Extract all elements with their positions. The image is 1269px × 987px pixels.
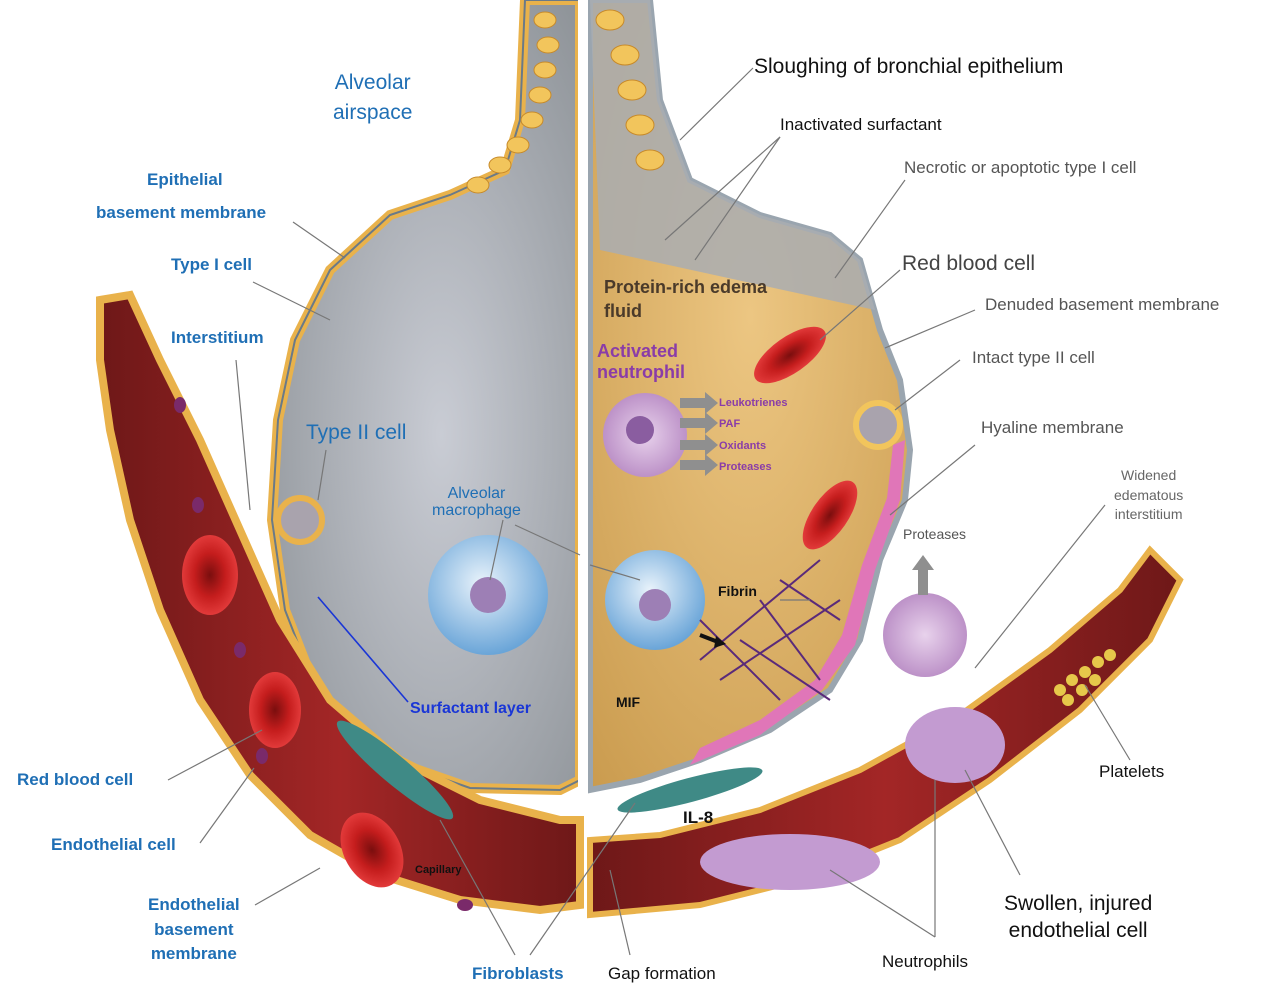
label-capillary: Capillary — [415, 864, 461, 877]
label-proteases: Proteases — [903, 526, 966, 542]
type2-cell-right — [856, 403, 900, 447]
label-platelets: Platelets — [1099, 762, 1164, 782]
label-red-blood-cell-left: Red blood cell — [17, 770, 133, 790]
label-type2-cell: Type II cell — [306, 421, 406, 445]
label-widened-interstitium: Widened edematous interstitium — [1114, 466, 1183, 525]
label-mif: MIF — [616, 694, 640, 710]
label-intact-type2: Intact type II cell — [972, 348, 1095, 368]
label-activated-neutrophil: Activated neutrophil — [597, 341, 685, 382]
label-il8: IL-8 — [683, 808, 713, 828]
neutrophil-free — [883, 593, 967, 677]
label-denuded-bm: Denuded basement membrane — [985, 295, 1219, 315]
label-alveolar-macrophage: Alveolar macrophage — [432, 486, 521, 520]
label-leukotrienes: Leukotrienes — [719, 397, 787, 410]
vessel-neutrophil — [700, 834, 880, 890]
label-epithelial-bm-2: basement membrane — [96, 203, 266, 223]
label-neutrophils: Neutrophils — [882, 952, 968, 972]
label-oxidants: Oxidants — [719, 440, 766, 453]
label-edema-fluid: Protein-rich edema fluid — [604, 275, 767, 324]
label-fibrin: Fibrin — [718, 583, 757, 599]
label-surfactant-layer: Surfactant layer — [410, 700, 531, 718]
label-interstitium: Interstitium — [171, 328, 264, 348]
label-paf: PAF — [719, 418, 740, 431]
label-epithelial-bm-1: Epithelial — [147, 170, 223, 190]
label-necrotic-cell: Necrotic or apoptotic type I cell — [904, 158, 1136, 178]
swollen-endothelial-cell — [905, 707, 1005, 783]
label-endothelial-bm: Endothelial basement membrane — [148, 893, 240, 967]
label-red-blood-cell-right: Red blood cell — [902, 252, 1035, 276]
label-inactivated-surfactant: Inactivated surfactant — [780, 115, 942, 135]
label-fibroblasts: Fibroblasts — [472, 964, 564, 984]
label-hyaline-membrane: Hyaline membrane — [981, 418, 1124, 438]
label-endothelial-cell: Endothelial cell — [51, 835, 176, 855]
label-gap-formation: Gap formation — [608, 964, 716, 984]
label-type1-cell: Type I cell — [171, 255, 252, 275]
label-proteases-small: Proteases — [719, 461, 772, 474]
label-alveolar-airspace: Alveolar airspace — [333, 68, 412, 129]
label-swollen-endothelial: Swollen, injured endothelial cell — [1004, 890, 1152, 945]
label-sloughing: Sloughing of bronchial epithelium — [754, 55, 1063, 79]
type2-cell-left — [278, 498, 322, 542]
